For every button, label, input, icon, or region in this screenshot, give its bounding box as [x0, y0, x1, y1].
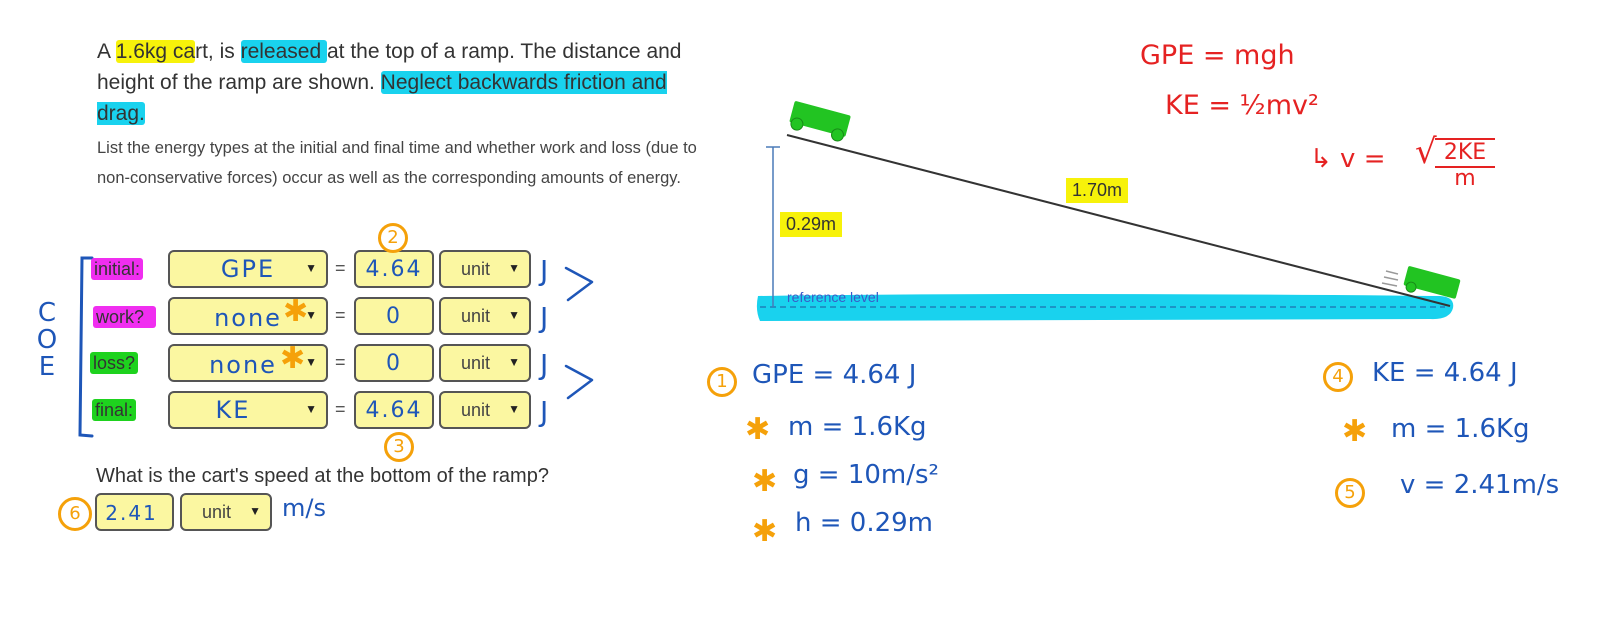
dropdown-arrow-icon: ▼ — [305, 355, 317, 369]
selected-value: none — [214, 304, 282, 332]
coe-letter-o: O — [36, 325, 58, 355]
step-marker-1: 1 — [707, 367, 737, 397]
highlight-mass: 1.6kg ca — [115, 40, 196, 63]
bracket-icon — [78, 256, 94, 438]
unit-select-loss[interactable]: unit ▼ — [439, 344, 531, 382]
formula-v-prefix: ↳ v = — [1310, 144, 1386, 174]
energy-type-select-final[interactable]: KE ▼ — [168, 391, 328, 429]
work-velocity: v = 2.41m/s — [1400, 470, 1560, 500]
asterisk-icon: ✱ — [280, 341, 306, 376]
formula-gpe: GPE = mgh — [1140, 40, 1295, 71]
equals-sign: = — [335, 399, 346, 419]
step-marker-4: 4 — [1323, 362, 1353, 392]
row-label-loss: loss? — [90, 352, 139, 374]
prompt-text: rt, is — [195, 40, 241, 63]
dropdown-arrow-icon: ▼ — [508, 402, 520, 416]
selected-value: none — [209, 351, 277, 379]
height-label: 0.29m — [780, 212, 843, 237]
work-ke: KE = 4.64 J — [1372, 358, 1518, 388]
cart-bottom-icon — [1403, 266, 1461, 299]
asterisk-icon: ✱ — [745, 412, 771, 447]
asterisk-icon: ✱ — [752, 514, 778, 549]
ramp-diagram — [756, 101, 1461, 321]
energy-value-input-final[interactable]: 4.64 — [354, 391, 434, 429]
dropdown-arrow-icon: ▼ — [508, 355, 520, 369]
energy-value-input-initial[interactable]: 4.64 — [354, 250, 434, 288]
coe-letter-c: C — [37, 298, 57, 328]
sqrt-icon: √ — [1415, 132, 1437, 172]
work-gravity: g = 10m/s² — [793, 460, 939, 490]
coe-letter-e: E — [38, 352, 56, 382]
equals-sign: = — [335, 305, 346, 325]
energy-type-select-initial[interactable]: GPE ▼ — [168, 250, 328, 288]
row-label-final: final: — [92, 399, 137, 421]
row-label-work: work? — [93, 306, 157, 328]
asterisk-icon: ✱ — [752, 464, 778, 499]
dropdown-arrow-icon: ▼ — [305, 308, 317, 322]
problem-prompt: A 1.6kg cart, is released at the top of … — [97, 36, 697, 129]
dropdown-arrow-icon: ▼ — [305, 261, 317, 275]
input-value: 2.41 — [105, 501, 158, 525]
input-value: 0 — [386, 304, 402, 329]
speed-question: What is the cart's speed at the bottom o… — [96, 465, 549, 487]
asterisk-icon: ✱ — [1342, 414, 1368, 449]
energy-type-select-loss[interactable]: none ▼ — [168, 344, 328, 382]
asterisk-icon: ✱ — [283, 294, 309, 329]
unit-select-initial[interactable]: unit ▼ — [439, 250, 531, 288]
input-value: 4.64 — [365, 398, 423, 423]
formula-v-fraction: 2KE m — [1435, 138, 1495, 190]
dropdown-arrow-icon: ▼ — [508, 261, 520, 275]
written-unit: J — [540, 348, 549, 381]
prompt-text: A — [97, 40, 116, 63]
energy-value-input-loss[interactable]: 0 — [354, 344, 434, 382]
fraction-numerator: 2KE — [1435, 140, 1495, 168]
dropdown-arrow-icon: ▼ — [249, 504, 261, 518]
cart-top-icon — [789, 101, 851, 142]
step-marker-3: 3 — [384, 432, 414, 462]
speed-value-input[interactable]: 2.41 — [95, 493, 174, 531]
step-marker-2: 2 — [378, 223, 408, 253]
distance-label: 1.70m — [1066, 178, 1129, 203]
dropdown-arrow-icon: ▼ — [305, 402, 317, 416]
speed-unit-select[interactable]: unit ▼ — [180, 493, 272, 531]
input-value: 4.64 — [365, 257, 423, 282]
equals-sign: = — [335, 352, 346, 372]
unit-select-work[interactable]: unit ▼ — [439, 297, 531, 335]
work-mass: m = 1.6Kg — [788, 412, 927, 442]
work-gpe: GPE = 4.64 J — [752, 360, 917, 390]
unit-placeholder: unit — [461, 400, 491, 420]
step-marker-6: 6 — [58, 497, 92, 531]
step-marker-5: 5 — [1335, 478, 1365, 508]
instructions: List the energy types at the initial and… — [97, 139, 697, 187]
coe-letters: C O E — [34, 300, 60, 381]
unit-placeholder: unit — [202, 502, 232, 522]
unit-select-final[interactable]: unit ▼ — [439, 391, 531, 429]
work-mass-right: m = 1.6Kg — [1391, 414, 1530, 444]
input-value: 0 — [386, 351, 402, 376]
row-label-initial: initial: — [91, 258, 144, 280]
written-speed-unit: m/s — [282, 494, 326, 522]
equality-chevron-icon — [564, 364, 594, 400]
formula-ke: KE = ½mv² — [1165, 90, 1319, 121]
energy-value-input-work[interactable]: 0 — [354, 297, 434, 335]
written-unit: J — [540, 301, 549, 334]
work-height: h = 0.29m — [795, 508, 934, 538]
written-unit: J — [540, 395, 549, 428]
fraction-denominator: m — [1454, 166, 1476, 191]
written-unit: J — [540, 254, 549, 287]
selected-value: GPE — [220, 255, 276, 283]
equals-sign: = — [335, 258, 346, 278]
reference-level-label: reference level — [787, 289, 879, 305]
equality-chevron-icon — [564, 266, 594, 302]
unit-placeholder: unit — [461, 306, 491, 326]
highlight-released: released — [240, 40, 327, 63]
dropdown-arrow-icon: ▼ — [508, 308, 520, 322]
energy-type-select-work[interactable]: none ▼ — [168, 297, 328, 335]
unit-placeholder: unit — [461, 259, 491, 279]
prompt-text: at the top of a ramp. The distance and h… — [97, 40, 682, 94]
unit-placeholder: unit — [461, 353, 491, 373]
selected-value: KE — [215, 396, 251, 424]
